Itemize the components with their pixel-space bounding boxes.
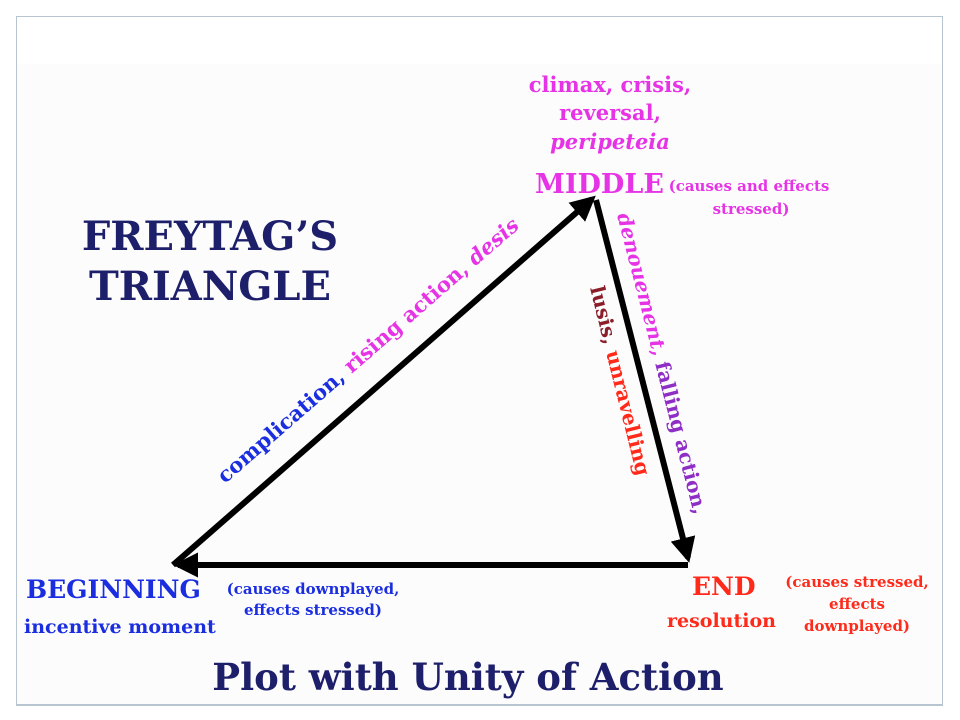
- climax-label-line2: reversal,: [559, 100, 661, 125]
- middle-note-line2: stressed): [713, 200, 790, 218]
- falling-action-arrow: [593, 199, 696, 563]
- diagram-title-line2: TRIANGLE: [89, 263, 331, 310]
- slide-frame: [16, 16, 943, 706]
- beginning-sub-label: incentive moment: [24, 616, 216, 638]
- end-note-line3: downplayed): [804, 617, 910, 635]
- beginning-note-line1: (causes downplayed,: [227, 580, 400, 598]
- beginning-label: BEGINNING: [26, 575, 201, 604]
- slide-header-area: [17, 17, 942, 64]
- diagram-caption: Plot with Unity of Action: [212, 655, 724, 699]
- end-note-line1: (causes stressed,: [785, 573, 928, 591]
- diagram-image: [17, 64, 942, 705]
- middle-label: MIDDLE: [535, 169, 664, 200]
- end-label: END: [692, 572, 756, 601]
- diagram-title-line1: FREYTAG’S: [82, 213, 338, 260]
- lusis-label-unravelling: unravelling: [601, 348, 655, 478]
- rising-label-desis: desis: [462, 212, 524, 270]
- beginning-note-line2: effects stressed): [244, 601, 382, 619]
- end-note-line2: effects: [829, 595, 885, 613]
- middle-note-line1: (causes and effects: [669, 177, 830, 195]
- end-sub-label: resolution: [667, 610, 776, 632]
- climax-label-line1: climax, crisis,: [529, 72, 691, 97]
- rising-action-arrow: [171, 195, 596, 568]
- climax-label-line3: peripeteia: [550, 129, 670, 154]
- bottom-divider: [16, 704, 943, 705]
